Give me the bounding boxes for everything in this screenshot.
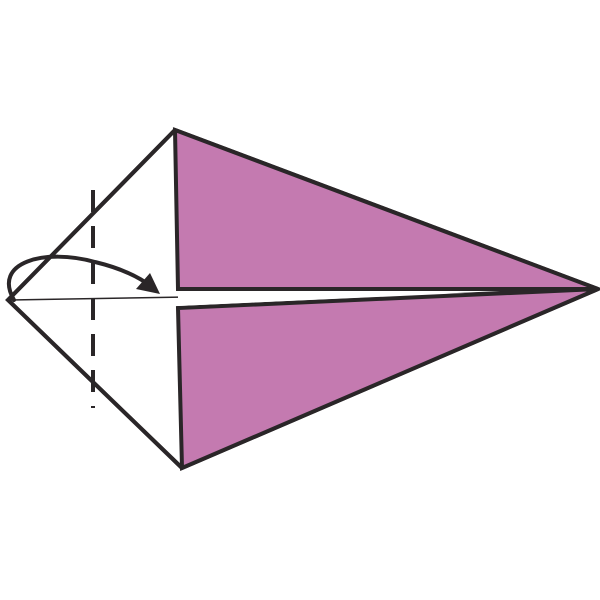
arrow-head-icon — [136, 273, 160, 294]
paper-colored-upper-flap — [172, 127, 599, 291]
paper-colored-lower-flap — [175, 287, 599, 472]
fold-direction-arrow — [6, 254, 154, 302]
flap-gap-strip — [178, 291, 500, 306]
paper-left-outline — [5, 128, 184, 470]
